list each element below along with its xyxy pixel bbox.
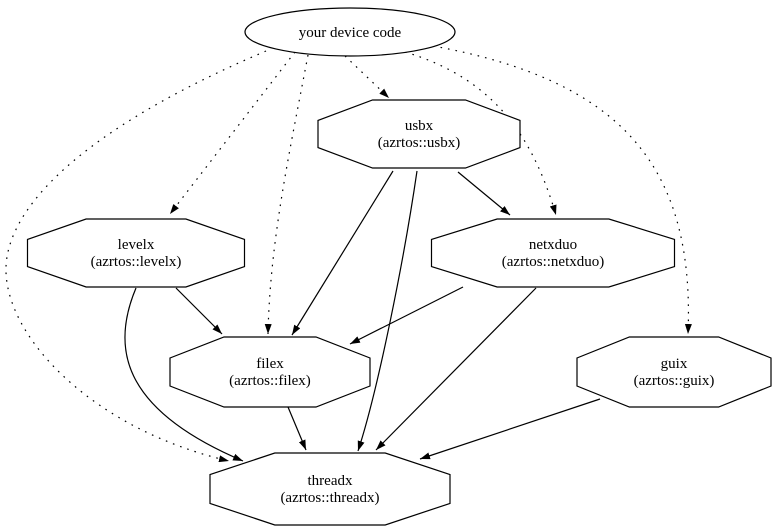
edges-layer bbox=[5, 45, 692, 463]
node-title: filex bbox=[256, 356, 284, 372]
edge-usbx-threadx bbox=[357, 170, 418, 452]
node-label-filex: filex(azrtos::filex) bbox=[229, 356, 311, 389]
node-label-levelx: levelx(azrtos::levelx) bbox=[91, 237, 182, 270]
node-netxduo: netxduo(azrtos::netxduo) bbox=[430, 218, 676, 288]
edge-your_device_code-levelx bbox=[169, 51, 296, 215]
edge-filex-threadx bbox=[287, 406, 307, 451]
node-subtitle: (azrtos::usbx) bbox=[378, 135, 460, 151]
octagon-shape-netxduo bbox=[430, 218, 676, 288]
octagon-shape-levelx bbox=[26, 218, 246, 288]
edge-your_device_code-usbx bbox=[344, 55, 390, 99]
node-usbx: usbx(azrtos::usbx) bbox=[317, 99, 521, 169]
edge-levelx-filex bbox=[175, 287, 223, 335]
ellipse-shape-your_device_code bbox=[244, 7, 456, 57]
node-label-usbx: usbx(azrtos::usbx) bbox=[378, 118, 460, 151]
node-title: netxduo bbox=[529, 237, 577, 253]
octagon-shape-threadx bbox=[209, 452, 451, 526]
node-subtitle: (azrtos::netxduo) bbox=[502, 254, 604, 270]
edge-your_device_code-netxduo bbox=[404, 51, 557, 216]
edge-your_device_code-filex bbox=[264, 54, 309, 335]
node-title: usbx bbox=[405, 118, 434, 134]
node-label-threadx: threadx(azrtos::threadx) bbox=[280, 473, 379, 506]
node-subtitle: (azrtos::guix) bbox=[634, 373, 715, 389]
node-guix: guix(azrtos::guix) bbox=[576, 336, 772, 408]
octagon-shape-guix bbox=[576, 336, 772, 408]
node-label-netxduo: netxduo(azrtos::netxduo) bbox=[502, 237, 604, 270]
node-subtitle: (azrtos::levelx) bbox=[91, 254, 182, 270]
edge-levelx-threadx bbox=[124, 287, 244, 462]
node-label-guix: guix(azrtos::guix) bbox=[634, 356, 715, 389]
node-title: threadx bbox=[308, 473, 353, 489]
edge-netxduo-filex bbox=[349, 286, 464, 345]
octagon-shape-filex bbox=[169, 336, 371, 408]
node-subtitle: (azrtos::filex) bbox=[229, 373, 311, 389]
node-levelx: levelx(azrtos::levelx) bbox=[26, 218, 246, 288]
edge-usbx-netxduo bbox=[457, 171, 511, 216]
node-your_device_code: your device code bbox=[244, 7, 456, 57]
nodes-layer: your device codeusbx(azrtos::usbx)levelx… bbox=[26, 7, 772, 526]
edge-usbx-filex bbox=[291, 170, 394, 336]
edge-netxduo-threadx bbox=[375, 287, 537, 451]
octagon-shape-usbx bbox=[317, 99, 521, 169]
node-threadx: threadx(azrtos::threadx) bbox=[209, 452, 451, 526]
edge-your_device_code-guix bbox=[432, 45, 692, 335]
node-label-your_device_code: your device code bbox=[299, 25, 402, 41]
node-subtitle: (azrtos::threadx) bbox=[280, 490, 379, 506]
node-title: levelx bbox=[118, 237, 155, 253]
node-title: guix bbox=[661, 356, 688, 372]
edge-guix-threadx bbox=[419, 398, 601, 460]
node-filex: filex(azrtos::filex) bbox=[169, 336, 371, 408]
